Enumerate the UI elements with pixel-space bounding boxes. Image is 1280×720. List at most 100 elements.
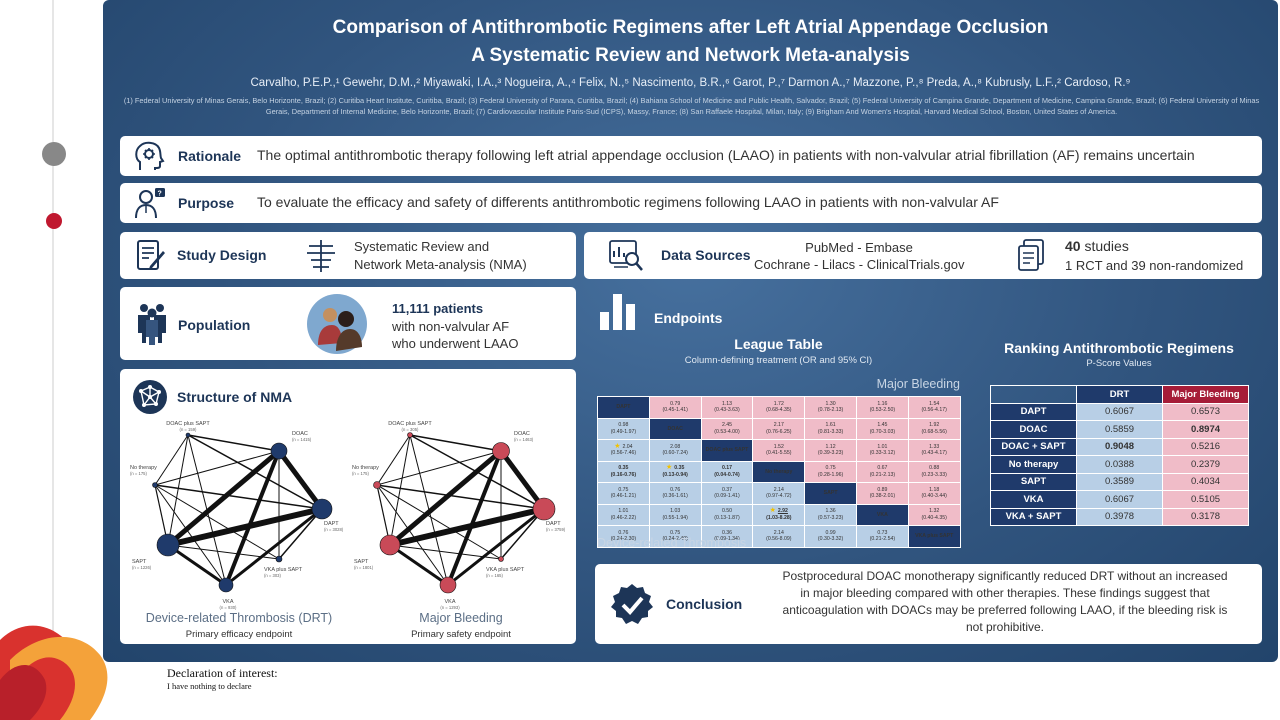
data-search-icon	[609, 240, 643, 271]
league-cell-ci: (0.40-4.35)	[921, 514, 947, 521]
league-cell: 1.36(0.57-3.23)	[804, 503, 857, 526]
purpose-text: To evaluate the efficacy and safety of d…	[257, 194, 999, 210]
network-node-label: DAPT	[324, 521, 339, 527]
league-cell: 2.14(0.56-8.09)	[752, 525, 806, 548]
timeline-dot-grey[interactable]	[42, 142, 66, 166]
conclusion-line1: Postprocedural DOAC monotherapy signific…	[782, 569, 1228, 583]
population-label: Population	[178, 317, 251, 333]
network-edge	[167, 544, 280, 560]
league-cell-value: 2.14	[773, 486, 784, 493]
population-count: 11,111 patients	[392, 301, 484, 316]
league-cell-ci: (0.33-3.12)	[869, 450, 896, 457]
league-cell-value: 1.32	[929, 508, 940, 515]
study-design-line2: Network Meta-analysis (NMA)	[354, 257, 527, 272]
league-row: 1.01(0.46-2.22)1.03(0.55-1.94)0.50(0.13-…	[597, 503, 961, 526]
league-cell: 0.50(0.13-1.87)	[700, 503, 754, 526]
league-cell-value: 0.37	[721, 486, 733, 493]
league-cell-ci: (0.81-3.33)	[817, 428, 844, 435]
network-node-count: (n = 3759)	[546, 527, 566, 532]
league-cell-value: 1.01	[618, 508, 629, 515]
mb-caption: Major Bleeding	[419, 611, 503, 625]
league-cell-ci: (0.36-1.61)	[662, 493, 688, 500]
ranking-drt-value: 0.9048	[1076, 437, 1163, 456]
ranking-subtitle: P-Score Values	[1086, 358, 1152, 369]
network-edge	[224, 450, 281, 586]
network-edge	[154, 484, 227, 586]
network-edge	[154, 450, 280, 486]
ranking-header-cell: DRT	[1076, 385, 1163, 404]
network-node	[311, 498, 333, 520]
league-cell-value: 1.01	[877, 443, 888, 450]
studies-detail: 1 RCT and 39 non-randomized	[1065, 258, 1244, 273]
network-node-label: VKA	[222, 599, 233, 605]
league-cell-value: 1.36	[825, 508, 836, 515]
network-node-count: (n = 1801)	[354, 565, 374, 570]
network-node	[407, 432, 413, 438]
league-cell-value: 0.76	[618, 529, 629, 536]
league-cell: 0.37(0.09-1.41)	[700, 482, 754, 505]
league-cell-ci: (0.40-3.44)	[921, 493, 947, 500]
endpoints-label: Endpoints	[654, 310, 723, 326]
league-cell-ci: (0.53-4.00)	[714, 428, 740, 435]
network-node-count: (n = 1415)	[292, 437, 312, 442]
ranking-mb-value: 0.6573	[1162, 402, 1249, 421]
network-edge	[498, 449, 547, 511]
league-row: ★ 2.04(0.56-7.46)2.08(0.60-7.24)DOAC plu…	[597, 439, 961, 462]
league-cell: 0.75(0.46-1.21)	[597, 482, 650, 505]
timeline-rail	[52, 0, 54, 720]
league-cell-ci: (0.43-3.63)	[714, 407, 740, 414]
doctor-icon: ?	[135, 188, 165, 219]
league-cell: 0.76(0.36-1.61)	[648, 482, 702, 505]
ranking-treatment: SAPT	[990, 472, 1077, 491]
svg-text:?: ?	[158, 191, 162, 198]
league-cell-value: 0.75	[825, 465, 836, 472]
study-design-card: Study Design Systematic Review and Netwo…	[120, 232, 576, 279]
network-edge	[389, 543, 449, 587]
league-cell: 0.75(0.28-1.96)	[804, 460, 857, 483]
league-cell-value: 0.88	[929, 465, 940, 472]
people-icon	[138, 304, 166, 345]
checklist-icon	[137, 240, 165, 270]
league-cell-ci: (0.78-2.13)	[817, 407, 844, 414]
league-cell-value: 2.92	[777, 508, 788, 515]
network-edge	[376, 484, 502, 560]
league-cell: 1.01(0.33-3.12)	[855, 439, 909, 462]
league-row: 0.35(0.16-0.76)★ 0.35(0.13-0.94)0.17(0.0…	[597, 460, 961, 483]
network-edge	[389, 544, 502, 560]
ranking-drt-value: 0.3978	[1076, 507, 1163, 526]
structure-card: Structure of NMA DOAC plus SAPT(n = 159)…	[120, 369, 576, 644]
league-cell-ci: (0.13-0.94)	[662, 471, 688, 478]
network-node-count: (n = 1293)	[440, 605, 460, 610]
league-cell-ci: (0.16-0.76)	[610, 471, 637, 478]
league-cell: 0.73(0.21-2.54)	[855, 525, 909, 548]
population-line2: with non-valvular AF	[392, 319, 510, 334]
ranking-treatment: VKA	[990, 490, 1077, 509]
league-cell-value: 0.89	[877, 486, 888, 493]
league-cell: 2.08(0.60-7.24)	[648, 439, 702, 462]
rationale-card: Rationale The optimal antithrombotic the…	[120, 136, 1262, 176]
league-cell-value: 2.08	[670, 443, 681, 450]
league-cell-value: 0.79	[670, 400, 681, 407]
league-cell-ci: (0.97-4.72)	[766, 493, 792, 500]
timeline-dot-red[interactable]	[46, 213, 62, 229]
league-cell: 1.01(0.46-2.22)	[597, 503, 650, 526]
league-cell: 0.99(0.30-3.32)	[804, 525, 857, 548]
league-cell: 0.17(0.04-0.74)	[700, 460, 754, 483]
mb-subcaption: Primary safety endpoint	[411, 629, 511, 640]
league-cell-value: 1.52	[773, 443, 784, 450]
league-cell: 1.13(0.43-3.63)	[700, 396, 754, 419]
league-cell: 1.61(0.81-3.33)	[804, 417, 857, 440]
network-node-label: No therapy	[352, 465, 379, 471]
network-globe-icon	[133, 380, 167, 414]
network-node	[218, 577, 234, 593]
league-cell: 0.98(0.49-1.97)	[597, 417, 650, 440]
league-cell: 1.16(0.53-2.50)	[855, 396, 909, 419]
ranking-drt-value: 0.6067	[1076, 402, 1163, 421]
network-node-count: (n = 1226)	[132, 565, 152, 570]
